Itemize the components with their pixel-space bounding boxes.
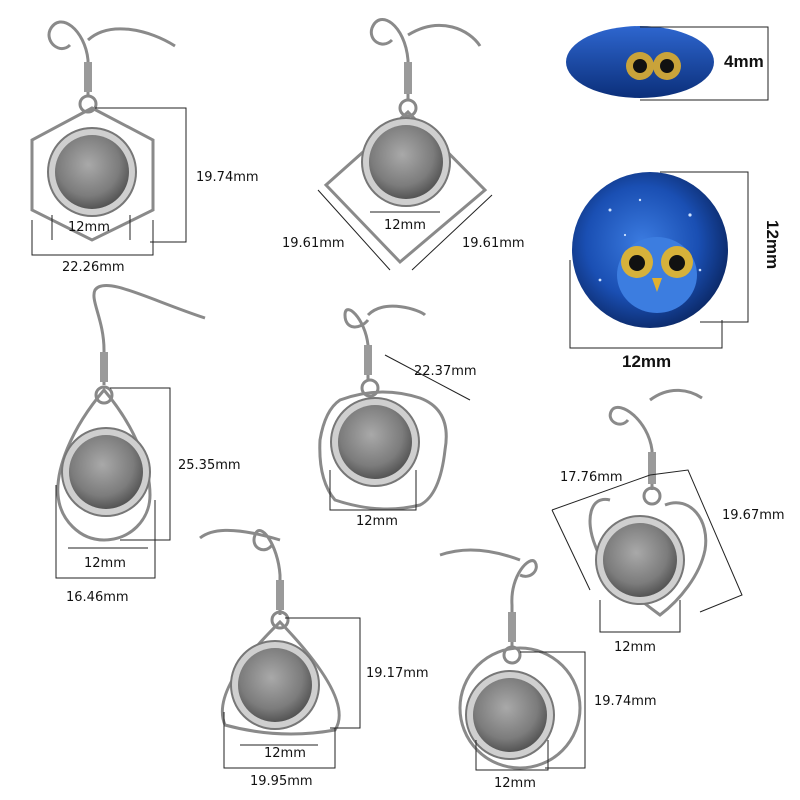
tray-diameter-label: 12mm [356,514,398,529]
measure-lines [55,387,171,579]
jump-ring [94,385,114,405]
earring-diamond [317,18,493,271]
hook-coil [404,62,412,94]
ear-hook [92,284,206,385]
ear-hook [369,18,482,100]
width-label: 16.46mm [66,590,129,605]
earring-rounded-square [318,304,471,511]
tray-inner [55,135,129,209]
ear-hook [608,388,703,490]
jump-ring [398,98,418,118]
earring-hexagon [30,20,187,256]
height-label: 19.17mm [366,666,429,681]
measure-lines [329,354,471,511]
measure-lines [223,617,361,769]
side-right-label: 19.67mm [722,508,785,523]
owl [617,237,697,313]
cabochon-diameter-horizontal-label: 12mm [622,352,672,371]
cabochon-top [569,171,749,349]
hook-coil [648,452,656,484]
tray-diameter-label: 12mm [494,776,536,791]
rounded-square-frame [318,390,448,511]
jump-ring [502,645,522,665]
cabochon-thickness-label: 4mm [724,52,764,71]
tray-inner [369,125,443,199]
earring-teardrop [55,284,206,579]
measure-lines [475,651,586,771]
tray-inner [338,405,412,479]
hook-coil [364,345,372,375]
measure-lines [569,171,749,349]
ear-hook [439,548,538,650]
tray-inner [238,648,312,722]
earring-circle [439,548,586,771]
earring-triangle [199,528,361,769]
earring-heart [551,388,743,633]
measure-lines [31,107,187,256]
side-left-label: 19.61mm [282,236,345,251]
ear-hook [343,304,427,380]
jump-ring [360,378,380,398]
tray-diameter-label: 12mm [264,746,306,761]
tray-diameter-label: 12mm [614,640,656,655]
jump-ring [78,94,98,114]
tray-inner [603,523,677,597]
jump-ring [270,610,290,630]
width-label: 19.95mm [250,774,313,789]
height-label: 25.35mm [178,458,241,473]
hook-coil [84,62,92,92]
jump-ring [642,486,662,506]
diagonal-label: 22.37mm [414,364,477,379]
measure-lines [551,469,743,633]
tray-diameter-label: 12mm [68,220,110,235]
tray-diameter-label: 12mm [384,218,426,233]
height-label: 19.74mm [196,170,259,185]
hook-coil [100,352,108,382]
stars [598,198,702,282]
hexagon-frame [30,106,155,242]
measure-lines [317,189,493,271]
diamond-frame [323,109,488,265]
side-right-label: 19.61mm [462,236,525,251]
cabochon-side [566,26,769,101]
circle-frame [458,646,582,770]
height-label: 19.74mm [594,694,657,709]
ear-hook [199,528,282,615]
measure-lines [640,26,769,101]
cabochon-diameter-vertical-label: 12mm [763,220,782,270]
hook-coil [276,580,284,610]
hook-coil [508,612,516,642]
heart-frame [588,497,708,617]
tray-inner [69,435,143,509]
tray-inner [473,678,547,752]
width-label: 22.26mm [62,260,125,275]
side-left-label: 17.76mm [560,470,623,485]
ear-hook [47,20,176,95]
tray-diameter-label: 12mm [84,556,126,571]
